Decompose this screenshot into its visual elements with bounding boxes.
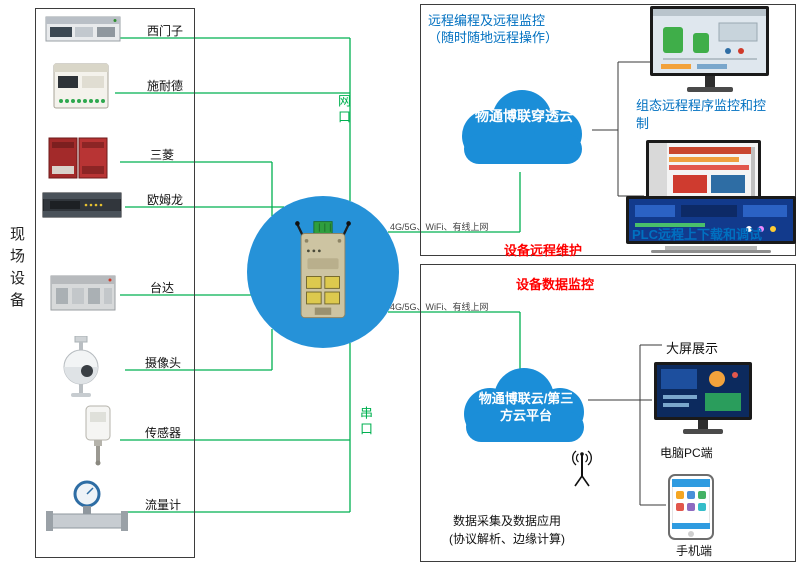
sensor-icon: [80, 404, 116, 466]
omron-plc-icon: [42, 189, 122, 221]
device-label-omron: 欧姆龙: [147, 193, 184, 207]
iot-cloud-label-line2: 方云平台: [499, 408, 552, 423]
remote-panel-title-line2: （随时随地远程操作）: [428, 30, 559, 45]
antenna-icon: [562, 448, 602, 488]
device-label-delta: 台达: [150, 281, 175, 295]
phone-icon: [668, 474, 714, 540]
phone-home-button: [688, 531, 694, 537]
remote-panel-title-line1: 远程编程及远程监控: [428, 13, 546, 28]
mitsubishi-plc-icon: [48, 136, 110, 180]
flowmeter-icon: [46, 480, 128, 536]
field-devices-vertical-label: 现场设备: [8, 226, 25, 314]
industrial-router-icon: [291, 219, 355, 323]
device-label-flowmeter: 流量计: [145, 498, 182, 512]
iot-cloud-label: 物通博联云/第三 方云平台: [452, 390, 600, 424]
data-app-footer-line2: (协议解析、边缘计算): [449, 532, 565, 546]
device-label-mitsubishi: 三菱: [150, 148, 175, 162]
data-app-footer-line1: 数据采集及数据应用: [452, 514, 561, 528]
green-wire-path: [110, 37, 521, 513]
remote-programming-panel: [420, 4, 796, 256]
field-devices-panel: [35, 8, 195, 558]
penetrate-cloud-label: 物通博联穿透云: [475, 108, 573, 124]
scada-monitor-icon: [650, 6, 769, 92]
program-monitor-icon: [646, 140, 761, 220]
uplink-label-bottom: 4G/5G、WiFi、有线上网: [390, 302, 489, 312]
data-monitoring-title: 设备数据监控: [516, 277, 595, 292]
pc-monitor-icon: [654, 362, 752, 434]
delta-plc-icon: [50, 272, 116, 314]
iot-cloud-icon: 物通博联云/第三 方云平台: [452, 364, 600, 454]
remote-maintenance-label: 设备远程维护: [504, 243, 583, 258]
device-label-schneider: 施耐德: [147, 79, 184, 93]
scada-caption: 组态远程程序监控和控制: [636, 98, 767, 131]
schneider-plc-icon: [52, 62, 110, 110]
device-label-sensor: 传感器: [145, 426, 182, 440]
plc-debug-caption: PLC远程上下载和调试: [632, 227, 763, 242]
pc-label: 电脑PC端: [660, 446, 713, 460]
camera-icon: [58, 336, 104, 398]
siemens-plc-icon: [45, 14, 121, 44]
phone-label: 手机端: [676, 544, 713, 558]
iot-cloud-label-line1: 物通博联云/第三: [478, 391, 574, 406]
device-label-camera: 摄像头: [145, 356, 182, 370]
plc-debug-monitor-icon: [626, 196, 796, 253]
uplink-label-top: 4G/5G、WiFi、有线上网: [390, 222, 489, 232]
data-monitoring-panel: [420, 264, 796, 562]
penetrate-cloud-icon: 物通博联穿透云: [450, 86, 598, 176]
serial-port-label: 串口: [358, 406, 373, 438]
big-screen-label: 大屏展示: [666, 341, 719, 356]
device-label-siemens: 西门子: [147, 24, 184, 38]
lan-port-label: 网口: [336, 94, 351, 126]
